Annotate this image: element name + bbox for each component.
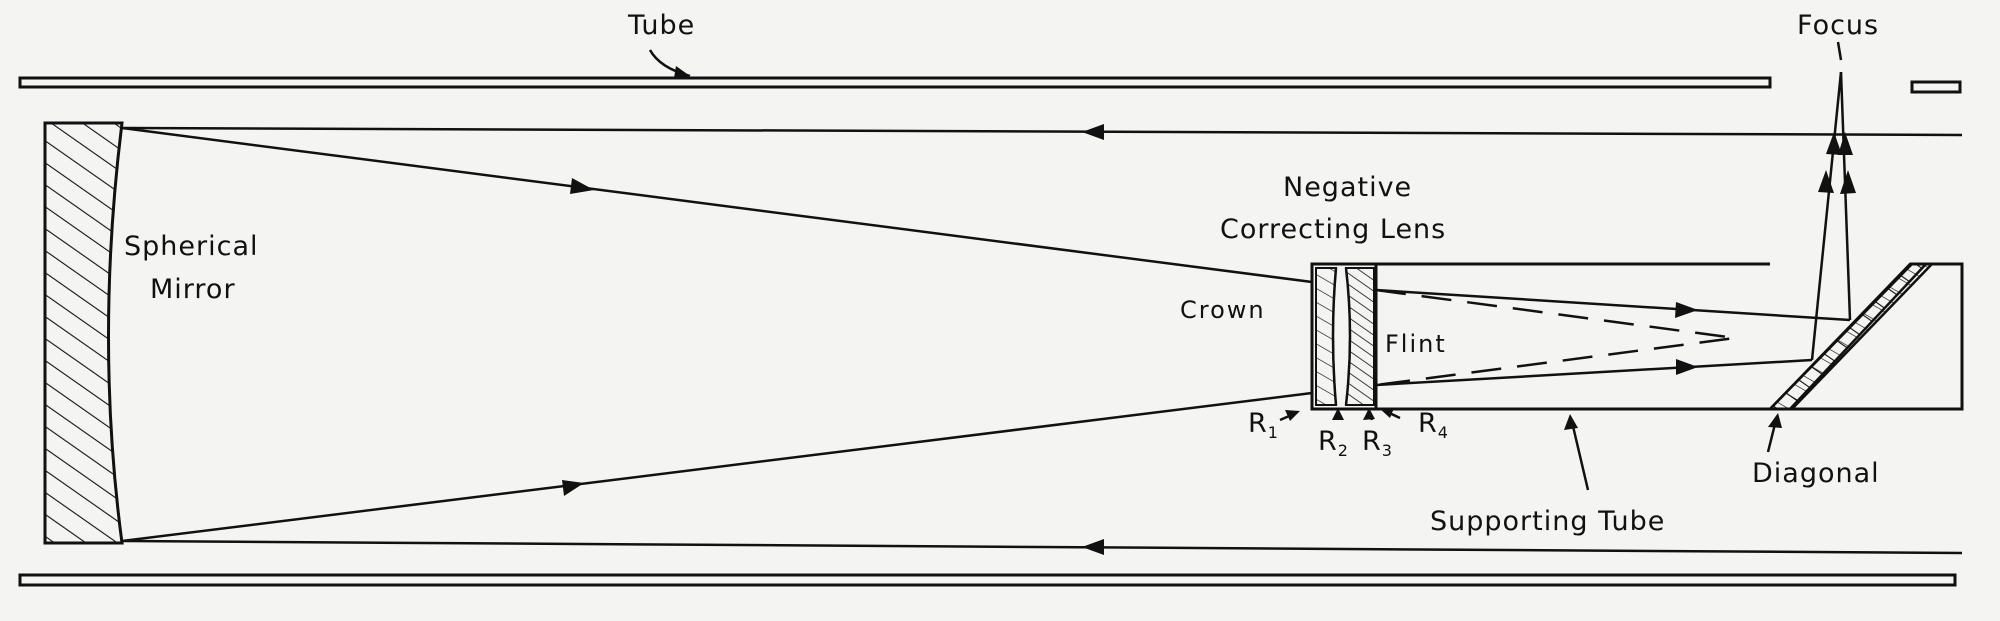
outer-tube (18, 76, 1962, 587)
correcting-lens (1310, 262, 1378, 411)
arrow-bottom-corrected (1676, 359, 1698, 375)
lens-housing (1310, 262, 1378, 411)
label-r2: R2 (1318, 426, 1349, 460)
incoming-rays (121, 124, 1963, 555)
label-flint: Flint (1385, 330, 1447, 358)
arrow-top-corrected (1675, 302, 1698, 318)
leader-arrows (648, 41, 1843, 491)
arrow-focus-left-upper (1826, 132, 1842, 155)
tube-top-wall-stub (1910, 80, 1962, 94)
reflected-rays (121, 126, 1313, 543)
arrow-focus-left (1818, 170, 1834, 193)
arrow-bottom-reflected (562, 480, 584, 496)
supporting-tube (1312, 262, 1964, 411)
label-correcting-lens: Correcting Lens (1220, 214, 1446, 245)
label-crown: Crown (1180, 296, 1266, 324)
label-negative: Negative (1283, 172, 1412, 203)
tube-bottom-wall (18, 573, 1957, 587)
arrow-focus-right-upper (1838, 132, 1853, 155)
label-r3: R3 (1362, 426, 1393, 460)
focus-rays (1810, 71, 1856, 361)
corrected-rays (1375, 288, 1851, 387)
tube-top-wall (18, 76, 1772, 89)
label-diagonal: Diagonal (1752, 458, 1880, 489)
arrow-top-reflected (570, 178, 594, 194)
label-focus: Focus (1797, 10, 1879, 41)
arrow-focus-right (1840, 170, 1856, 194)
dashed-uncorrected-rays (1375, 288, 1736, 387)
spherical-mirror (43, 121, 124, 545)
labels: Tube Focus Spherical Mirror Negative Cor… (124, 10, 1880, 537)
label-mirror: Mirror (150, 274, 236, 305)
label-tube: Tube (627, 10, 695, 41)
label-r4: R4 (1418, 408, 1449, 442)
label-r1: R1 (1248, 408, 1279, 442)
arrow-top-incoming (1082, 124, 1104, 140)
label-spherical: Spherical (124, 231, 259, 262)
label-supporting-tube: Supporting Tube (1430, 506, 1665, 537)
arrow-bottom-incoming (1082, 539, 1104, 555)
